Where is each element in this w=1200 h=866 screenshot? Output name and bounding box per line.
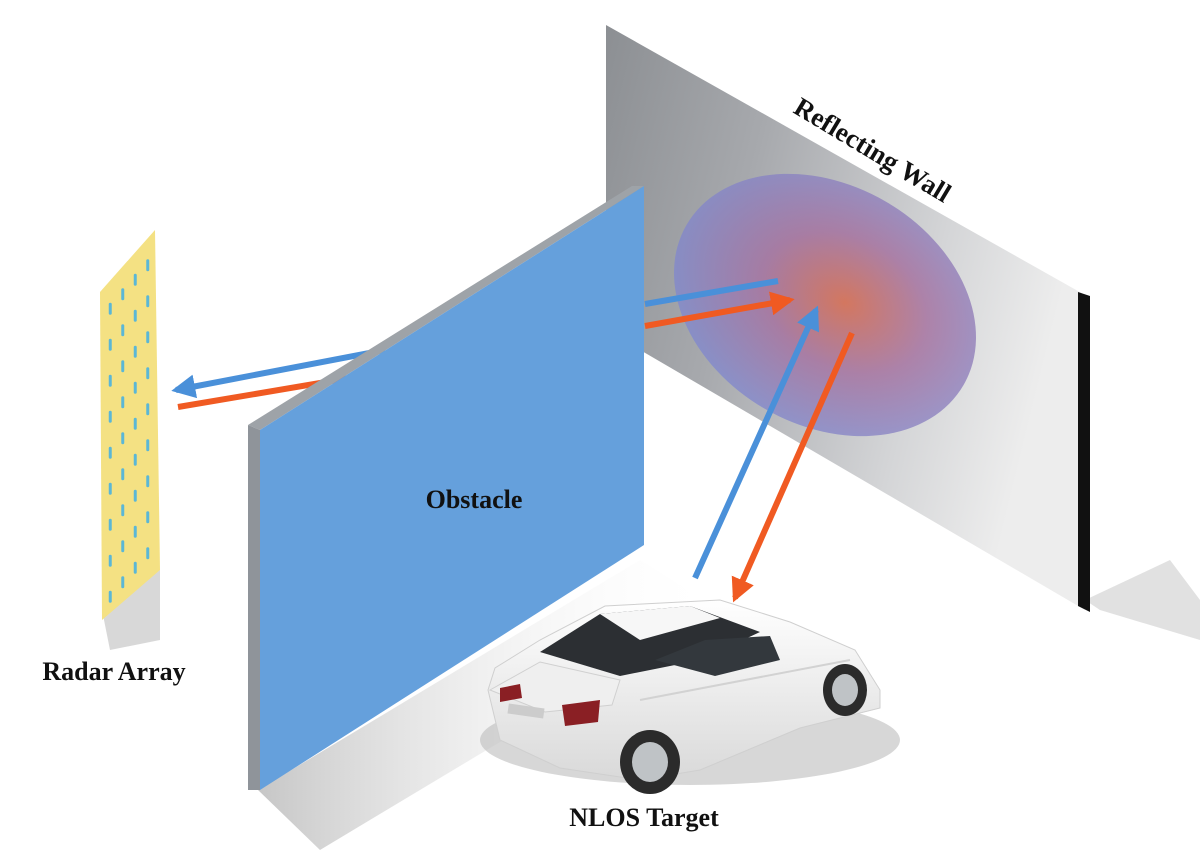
radar-antenna-element	[121, 360, 125, 373]
radar-elements	[108, 259, 150, 603]
obstacle-label: Obstacle	[426, 485, 523, 514]
radar-antenna-element	[146, 259, 150, 272]
reflecting-wall	[606, 25, 1090, 612]
radar-antenna-element	[121, 540, 125, 553]
radar-array-panel-icon	[100, 230, 160, 620]
radar-antenna-element	[146, 511, 150, 524]
radar-antenna-element	[121, 576, 125, 589]
radar-antenna-element	[108, 410, 112, 423]
radar-antenna-element	[108, 338, 112, 351]
white-sedan-car-icon	[480, 599, 900, 794]
radar-antenna-element	[146, 403, 150, 416]
radar-antenna-element	[133, 489, 137, 502]
radar-antenna-element	[121, 324, 125, 337]
blue-arrow-to-radar	[171, 347, 386, 399]
radar-antenna-element	[133, 561, 137, 574]
radar-antenna-element	[146, 547, 150, 560]
radar-antenna-element	[121, 468, 125, 481]
obstacle-wall	[248, 186, 644, 790]
radar-antenna-element	[146, 439, 150, 452]
radar-array-label: Radar Array	[42, 657, 185, 686]
radar-antenna-element	[133, 273, 137, 286]
reflection-spot	[674, 173, 976, 437]
radar-antenna-element	[108, 302, 112, 315]
blue-arrow-target-to-wall	[692, 305, 820, 580]
radar-antenna-element	[146, 367, 150, 380]
radar-antenna-element	[146, 295, 150, 308]
wall-floor-shadow	[1085, 560, 1200, 640]
blue-arrow-to-wall	[644, 278, 779, 307]
radar-antenna-element	[108, 554, 112, 567]
radar-antenna-element	[108, 482, 112, 495]
nlos-target-label: NLOS Target	[569, 803, 719, 832]
radar-antenna-element	[133, 309, 137, 322]
radar-antenna-element	[146, 331, 150, 344]
radar-antenna-element	[133, 453, 137, 466]
orange-arrow-to-wall	[644, 291, 795, 329]
radar-antenna-element	[133, 417, 137, 430]
radar-antenna-element	[133, 345, 137, 358]
radar-antenna-element	[108, 590, 112, 603]
radar-antenna-element	[121, 288, 125, 301]
radar-antenna-element	[133, 525, 137, 538]
radar-antenna-element	[108, 446, 112, 459]
orange-arrow-wall-to-target	[731, 331, 855, 603]
radar-floor-shadow	[102, 570, 160, 650]
radar-antenna-element	[121, 432, 125, 445]
radar-antenna-element	[121, 396, 125, 409]
radar-antenna-element	[133, 381, 137, 394]
radar-antenna-element	[108, 518, 112, 531]
radar-antenna-element	[121, 504, 125, 517]
radar-antenna-element	[108, 374, 112, 387]
radar-antenna-element	[146, 475, 150, 488]
